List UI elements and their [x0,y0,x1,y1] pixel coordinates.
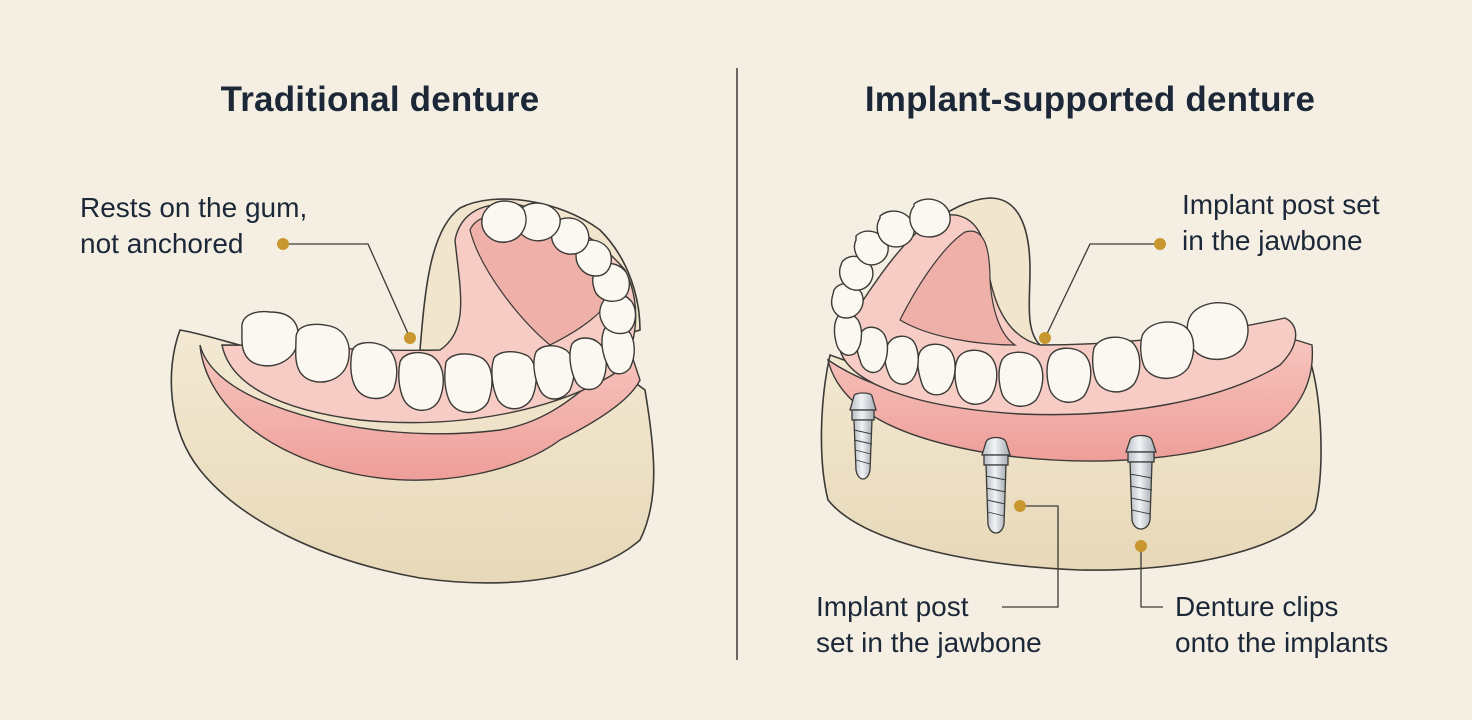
traditional-denture-title: Traditional denture [220,80,540,119]
right-bottom-right-callout-line [1140,546,1163,608]
implant-post-2 [981,436,1011,534]
implant-denture-title: Implant-supported denture [864,80,1316,119]
callout-line: in the jawbone [1182,225,1363,256]
right-top-callout-dot-end [1039,332,1051,344]
right-inner-gum [899,230,1017,346]
callout-line: set in the jawbone [816,627,1042,658]
left-callout-line [283,243,411,339]
implant-post-1 [849,392,877,480]
implant-post-bottom-callout: Implant post set in the jawbone [816,589,1042,661]
callout-line: Implant post set [1182,189,1380,220]
callout-line: Implant post [816,591,969,622]
implant-denture-illustration [820,197,1322,608]
denture-clips-callout: Denture clips onto the implants [1175,589,1388,661]
left-gum-band [199,344,641,481]
callout-line: onto the implants [1175,627,1389,658]
panel-divider [736,68,738,660]
right-implants [849,392,1157,534]
right-bottom-left-callout-dot [1014,500,1026,512]
right-top-callout-line [1044,243,1160,339]
implant-post-3 [1125,434,1157,530]
right-bottom-left-callout-line [1002,505,1059,608]
right-top-callout-dot-start [1154,238,1166,250]
callout-line: not anchored [80,228,244,259]
right-bottom-right-callout-dot [1135,540,1147,552]
right-teeth [830,198,1249,407]
left-callout-dot-start [277,238,289,250]
traditional-denture-illustration [170,198,655,584]
implant-post-top-callout: Implant post set in the jawbone [1182,187,1380,259]
left-teeth [241,200,637,414]
rests-on-gum-callout: Rests on the gum, not anchored [80,190,307,262]
callout-line: Denture clips [1175,591,1339,622]
callout-line: Rests on the gum, [80,192,308,223]
left-callout-dot-end [404,332,416,344]
